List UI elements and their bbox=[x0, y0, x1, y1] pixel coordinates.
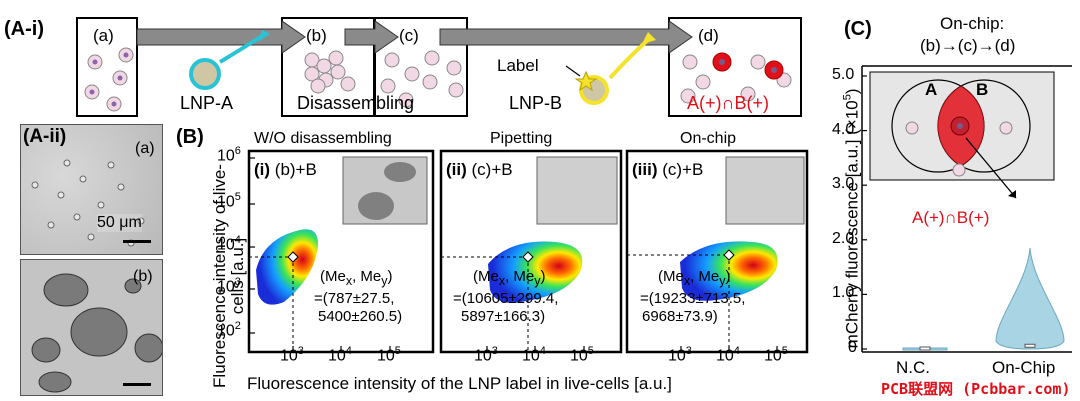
panel-c-title-2: (b)→(c)→(d) bbox=[920, 36, 1016, 55]
density-ii bbox=[488, 241, 583, 303]
venn-label-b: B bbox=[976, 80, 989, 99]
lnp-a-label: LNP-A bbox=[180, 93, 234, 113]
micrograph-a-tag: (a) bbox=[135, 140, 155, 157]
arrow-b-c bbox=[344, 20, 399, 54]
median-annotation-iii: (Mex, Mey) =(19233±713.5, 6968±73.9) bbox=[640, 268, 746, 325]
panel-c-ylabel: mCherry fluorescence [a.u.] (×105) bbox=[841, 88, 862, 349]
panel-b-xlabel: Fluorescence intensity of the LNP label … bbox=[247, 374, 672, 393]
panel-c-y-tick-label: 3.0 bbox=[832, 175, 855, 193]
x-tick-iii-3: 105 bbox=[764, 345, 788, 365]
x-tick-ii-1: 103 bbox=[474, 345, 498, 365]
panel-c-y-tick-label: 2.0 bbox=[832, 229, 855, 247]
violin-median-nc bbox=[919, 346, 931, 351]
arrow-a-b bbox=[136, 20, 306, 54]
result-label: A(+)∩B(+) bbox=[687, 93, 769, 113]
y-tick-1e2: 102 bbox=[217, 320, 241, 340]
step-d-label: (d) bbox=[698, 26, 719, 45]
median-annotation-ii: (Mex, Mey) =(10605±299.4, 5897±166.3) bbox=[453, 268, 559, 325]
venn-label-a: A bbox=[925, 80, 938, 99]
x-tick-ii-3: 105 bbox=[570, 345, 594, 365]
x-tick-i-3: 105 bbox=[377, 345, 401, 365]
panel-c-y-tick-label: 1.0 bbox=[832, 284, 855, 302]
violin-median-onchip bbox=[1024, 343, 1036, 348]
watermark: PCB联盟网 (Pcbbar.com) bbox=[881, 380, 1071, 398]
x-tick-ii-2: 104 bbox=[522, 345, 546, 365]
box-a bbox=[76, 17, 138, 117]
step-b-label: (b) bbox=[306, 26, 327, 45]
micrograph-a bbox=[20, 124, 163, 255]
x-tick-iii-2: 104 bbox=[716, 345, 740, 365]
arrow-c-d bbox=[439, 20, 693, 54]
category-nc: N.C. bbox=[896, 358, 930, 377]
x-tick-i-2: 104 bbox=[328, 345, 352, 365]
density-i bbox=[256, 229, 318, 305]
step-a-label: (a) bbox=[93, 26, 114, 45]
inset-iii bbox=[725, 156, 805, 225]
subplot-tag-iii: (iii) (c)+B bbox=[632, 160, 704, 179]
median-annotation-i: (Mex, Mey) =(787±27.5, 5400±260.5) bbox=[314, 268, 403, 325]
panel-c-label: (C) bbox=[844, 18, 872, 40]
subplot-header-iii: On-chip bbox=[680, 130, 737, 147]
category-onchip: On-Chip bbox=[992, 358, 1056, 377]
panel-a-i-diagram bbox=[76, 17, 802, 117]
y-tick-1e6: 106 bbox=[217, 145, 241, 165]
panel-b-ylabel: Fluorescence intensity of live-cells [a.… bbox=[210, 164, 247, 388]
y-tick-1e3: 103 bbox=[217, 276, 241, 296]
density-iii bbox=[680, 241, 778, 301]
step-c-label: (c) bbox=[399, 26, 419, 45]
scale-bar-label: 50 μm bbox=[97, 214, 142, 232]
panel-a-ii-label: (A-ii) bbox=[23, 126, 67, 147]
panel-b-plots bbox=[247, 149, 809, 354]
panel-c-y-tick-label: 0 bbox=[848, 339, 857, 356]
panel-c-y-tick-label: 5.0 bbox=[832, 66, 855, 83]
subplot-header-i: W/O disassembling bbox=[254, 130, 392, 147]
x-tick-i-1: 103 bbox=[280, 345, 304, 365]
venn-pointer bbox=[965, 137, 1017, 199]
subplot-tag-ii: (ii) (c)+B bbox=[446, 160, 513, 179]
y-tick-1e4: 104 bbox=[217, 234, 241, 254]
panel-b-label: (B) bbox=[176, 126, 204, 148]
label-text: Label bbox=[497, 56, 539, 75]
violin-onchip bbox=[995, 247, 1065, 350]
panel-a-i-label: (A-i) bbox=[4, 18, 44, 40]
subplot-header-ii: Pipetting bbox=[490, 130, 553, 147]
y-tick-1e5: 105 bbox=[217, 191, 241, 211]
x-tick-iii-1: 103 bbox=[668, 345, 692, 365]
micrograph-b-tag: (b) bbox=[133, 268, 153, 285]
panel-c-title-1: On-chip: bbox=[940, 14, 1005, 33]
micrograph-b bbox=[20, 259, 163, 396]
venn-result-label: A(+)∩B(+) bbox=[912, 208, 990, 227]
lnp-b-label: LNP-B bbox=[509, 93, 563, 113]
subplot-tag-i: (i) (b)+B bbox=[254, 160, 317, 179]
inset-ii bbox=[536, 156, 618, 225]
panel-c-chart bbox=[861, 65, 1072, 353]
panel-c-y-tick-label: 4.0 bbox=[832, 120, 855, 138]
disassembling-label: Disassembling bbox=[297, 93, 415, 113]
